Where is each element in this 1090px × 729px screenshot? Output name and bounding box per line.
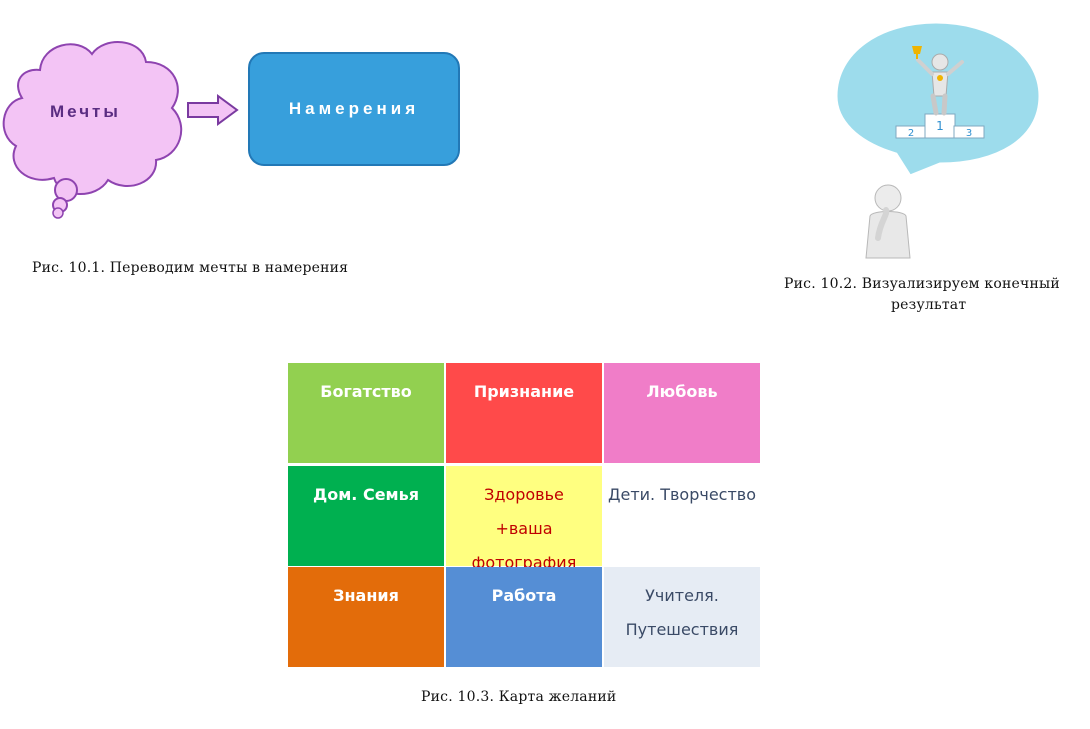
wish-cell-label: Дети. Творчество — [607, 485, 756, 504]
figure-caption-10-2-line2: результат — [891, 297, 967, 313]
wish-cell-label: Любовь — [646, 382, 718, 401]
wish-cell: Любовь — [604, 363, 760, 463]
wish-cell-label: Дом. Семья — [312, 485, 420, 504]
intentions-box: Намерения — [248, 52, 460, 166]
wish-cell: Учителя. Путешествия — [604, 567, 760, 667]
podium-place-1: 1 — [936, 119, 944, 133]
dreams-label: Мечты — [50, 102, 121, 121]
wish-cell-label: Богатство — [320, 382, 412, 401]
wish-cell-label: Работа — [491, 586, 557, 605]
wish-cell: Богатство — [288, 363, 444, 463]
wish-cell-label: Знания — [333, 586, 399, 605]
dream-cloud — [2, 41, 183, 219]
wish-cell-label: Признание — [473, 382, 575, 401]
wish-cell-line: Учителя. — [645, 586, 719, 605]
podium-place-2: 2 — [908, 128, 914, 139]
wish-cell: Знания — [288, 567, 444, 667]
figure-caption-10-3: Рис. 10.3. Карта желаний — [421, 689, 617, 705]
wish-cell-line: +ваша — [495, 519, 553, 538]
wish-cell: Дети. Творчество — [604, 466, 760, 566]
intentions-label: Намерения — [288, 99, 420, 118]
figure-caption-10-1: Рис. 10.1. Переводим мечты в намерения — [32, 260, 349, 276]
right-arrow-icon — [187, 94, 239, 126]
wish-cell: Признание — [446, 363, 602, 463]
wish-cell-line: Путешествия — [625, 620, 739, 639]
wish-cell: Дом. Семья — [288, 466, 444, 566]
podium-place-3: 3 — [966, 128, 972, 139]
wish-cell-line: Здоровье — [484, 485, 564, 504]
visualization-illustration: 2 1 3 — [834, 20, 1042, 259]
figure-caption-10-2-line1: Рис. 10.2. Визуализируем конечный — [784, 276, 1060, 292]
wish-cell: Работа — [446, 567, 602, 667]
